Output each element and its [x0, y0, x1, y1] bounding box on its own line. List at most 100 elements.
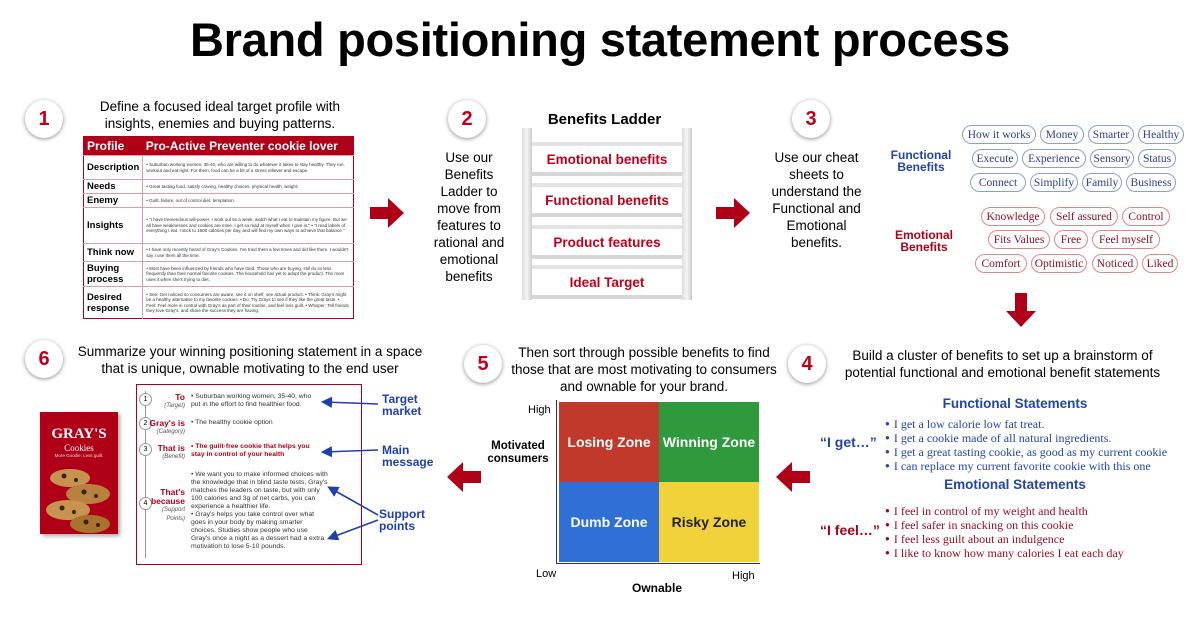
arrow-left-icon	[776, 462, 810, 492]
bullet-icon: ●	[885, 447, 890, 456]
step-1-number: 1	[25, 100, 63, 138]
profile-text: • I have only recently heard of Gray's C…	[142, 243, 354, 262]
step-5-description: Then sort through possible benefits to f…	[511, 345, 777, 394]
step-2-number: 2	[448, 100, 486, 138]
winning-zone: Winning Zone	[659, 402, 759, 482]
ladder-rail	[682, 128, 692, 300]
functional-benefits-label: Functional Benefits	[890, 148, 952, 174]
statement-text: I feel safer in snacking on this cookie	[893, 518, 1074, 532]
box-sub: Cookies	[64, 443, 94, 453]
step-3-description: Use our cheat sheets to understand the F…	[771, 150, 862, 250]
list-item: ●I feel in control of my weight and heal…	[885, 504, 1195, 518]
step-4-description: Build a cluster of benefits to set up a …	[844, 348, 1161, 380]
emotional-benefits-label: Emotional Benefits	[894, 228, 953, 254]
label-text: That's because	[150, 487, 185, 506]
label-sub: (Support Points)	[161, 507, 185, 522]
statement-text: I like to know how many calories I eat e…	[893, 546, 1124, 560]
functional-pill: Money	[1040, 125, 1084, 144]
profile-text: • Great tasting food, satisfy craving, h…	[142, 179, 354, 194]
x-axis-label: Ownable	[631, 581, 682, 595]
card-row-text: • We want you to make informed choices w…	[191, 471, 328, 550]
list-item: ●I feel safer in snacking on this cookie	[885, 518, 1195, 532]
arrow-left-icon	[447, 462, 481, 492]
list-item: ●I get a cookie made of all natural ingr…	[885, 431, 1195, 445]
statement-text: I get a cookie made of all natural ingre…	[893, 431, 1112, 445]
functional-statements-title: Functional Statements	[942, 396, 1088, 411]
support-points-label: Support points	[379, 507, 425, 533]
main-message-label: Main message	[382, 443, 434, 469]
functional-statements-list: ●I get a low calorie low fat treat. ●I g…	[885, 417, 1195, 473]
losing-zone: Losing Zone	[559, 402, 659, 482]
statement-text: I get a low calorie low fat treat.	[893, 417, 1045, 431]
functional-pill: Smarter	[1088, 125, 1134, 144]
functional-pill: How it works	[962, 125, 1036, 144]
step-6-number: 6	[25, 340, 63, 378]
emotional-statements-prefix: “I feel…”	[820, 522, 880, 538]
label-sub: (Benefit)	[162, 454, 185, 460]
card-row-label: Gray's is(Category)	[147, 419, 185, 437]
ladder-rung: Ideal Target	[532, 265, 682, 299]
emotional-pill: Comfort	[975, 254, 1027, 273]
statement-text: I get a great tasting cookie, as good as…	[893, 445, 1168, 459]
box-tag: More Goodie. Less guilt.	[54, 453, 104, 458]
arrow-right-icon	[370, 198, 404, 228]
profile-text: • See: Get noticed so consumers are awar…	[142, 286, 354, 319]
functional-statements-prefix: “I get…”	[820, 434, 877, 450]
profile-label: Buying process	[83, 261, 144, 287]
card-row-label: To(Target)	[153, 393, 185, 411]
list-item: ●I get a low calorie low fat treat.	[885, 417, 1195, 431]
profile-label: Needs	[83, 179, 144, 194]
profile-text: • Guilt, failure, out of control diet, t…	[142, 193, 354, 208]
box-brand: GRAY'S	[51, 426, 107, 442]
emotional-pill: Optimistic	[1031, 254, 1087, 273]
card-row-text: • Suburban working women, 35-40, who put…	[191, 393, 312, 408]
profile-label: Enemy	[83, 193, 144, 208]
statement-text: I feel in control of my weight and healt…	[893, 504, 1088, 518]
bullet-icon: ●	[885, 433, 890, 442]
functional-pill: Sensory	[1090, 149, 1134, 168]
bullet-icon: ●	[885, 461, 890, 470]
step-3-number: 3	[792, 100, 830, 138]
x-axis-high: High	[732, 570, 755, 582]
card-row-label: That's because(Support Points)	[147, 488, 185, 524]
functional-pill: Execute	[972, 149, 1018, 168]
positioning-statement-card: 1 2 3 4 To(Target) • Suburban working wo…	[136, 384, 362, 565]
label-text: To	[175, 392, 185, 402]
emotional-pill: Liked	[1142, 254, 1178, 273]
bullet-icon: ●	[885, 419, 890, 428]
emotional-pill: Control	[1122, 207, 1170, 226]
statement-text: I feel less guilt about an indulgence	[893, 532, 1065, 546]
bullet-icon: ●	[885, 520, 890, 529]
arrow-right-icon	[716, 198, 750, 228]
functional-pill: Family	[1082, 173, 1122, 192]
ladder-title: Benefits Ladder	[547, 111, 662, 128]
card-row-label: That is(Benefit)	[147, 444, 185, 462]
list-item: ●I get a great tasting cookie, as good a…	[885, 445, 1195, 459]
card-row-text: • The guilt-free cookie that helps you s…	[191, 443, 310, 458]
emotional-pill: Free	[1054, 230, 1088, 249]
risky-zone: Risky Zone	[659, 482, 759, 562]
ladder-rail	[522, 128, 532, 300]
ladder-rung: Product features	[532, 225, 682, 259]
label-text: Gray's is	[149, 418, 185, 428]
page-title: Brand positioning statement process	[190, 13, 1010, 66]
emotional-statements-list: ●I feel in control of my weight and heal…	[885, 504, 1195, 560]
y-axis-low: Low	[536, 568, 557, 580]
card-row-number: 1	[139, 393, 152, 406]
functional-pill: Connect	[970, 173, 1026, 192]
profile-text: • "I have tremendous will-power. I work …	[142, 207, 354, 244]
step-4-number: 4	[788, 345, 826, 383]
profile-label: Description	[83, 155, 144, 180]
step-1-description: Define a focused ideal target profile wi…	[99, 99, 341, 131]
label-text: That is	[157, 443, 185, 453]
profile-table: Profile Pro-Active Preventer cookie love…	[83, 136, 354, 319]
step-6-description: Summarize your winning positioning state…	[77, 344, 423, 376]
emotional-pill: Self assured	[1050, 207, 1118, 226]
label-sub: (Target)	[164, 403, 185, 409]
cookies-icon	[46, 469, 110, 533]
matrix-axes: Losing Zone Winning Zone Dumb Zone Risky…	[556, 400, 760, 564]
card-timeline	[145, 391, 146, 558]
emotional-statements-title: Emotional Statements	[944, 477, 1086, 492]
profile-header-right: Pro-Active Preventer cookie lover	[142, 136, 354, 156]
emotional-pill: Noticed	[1092, 254, 1138, 273]
